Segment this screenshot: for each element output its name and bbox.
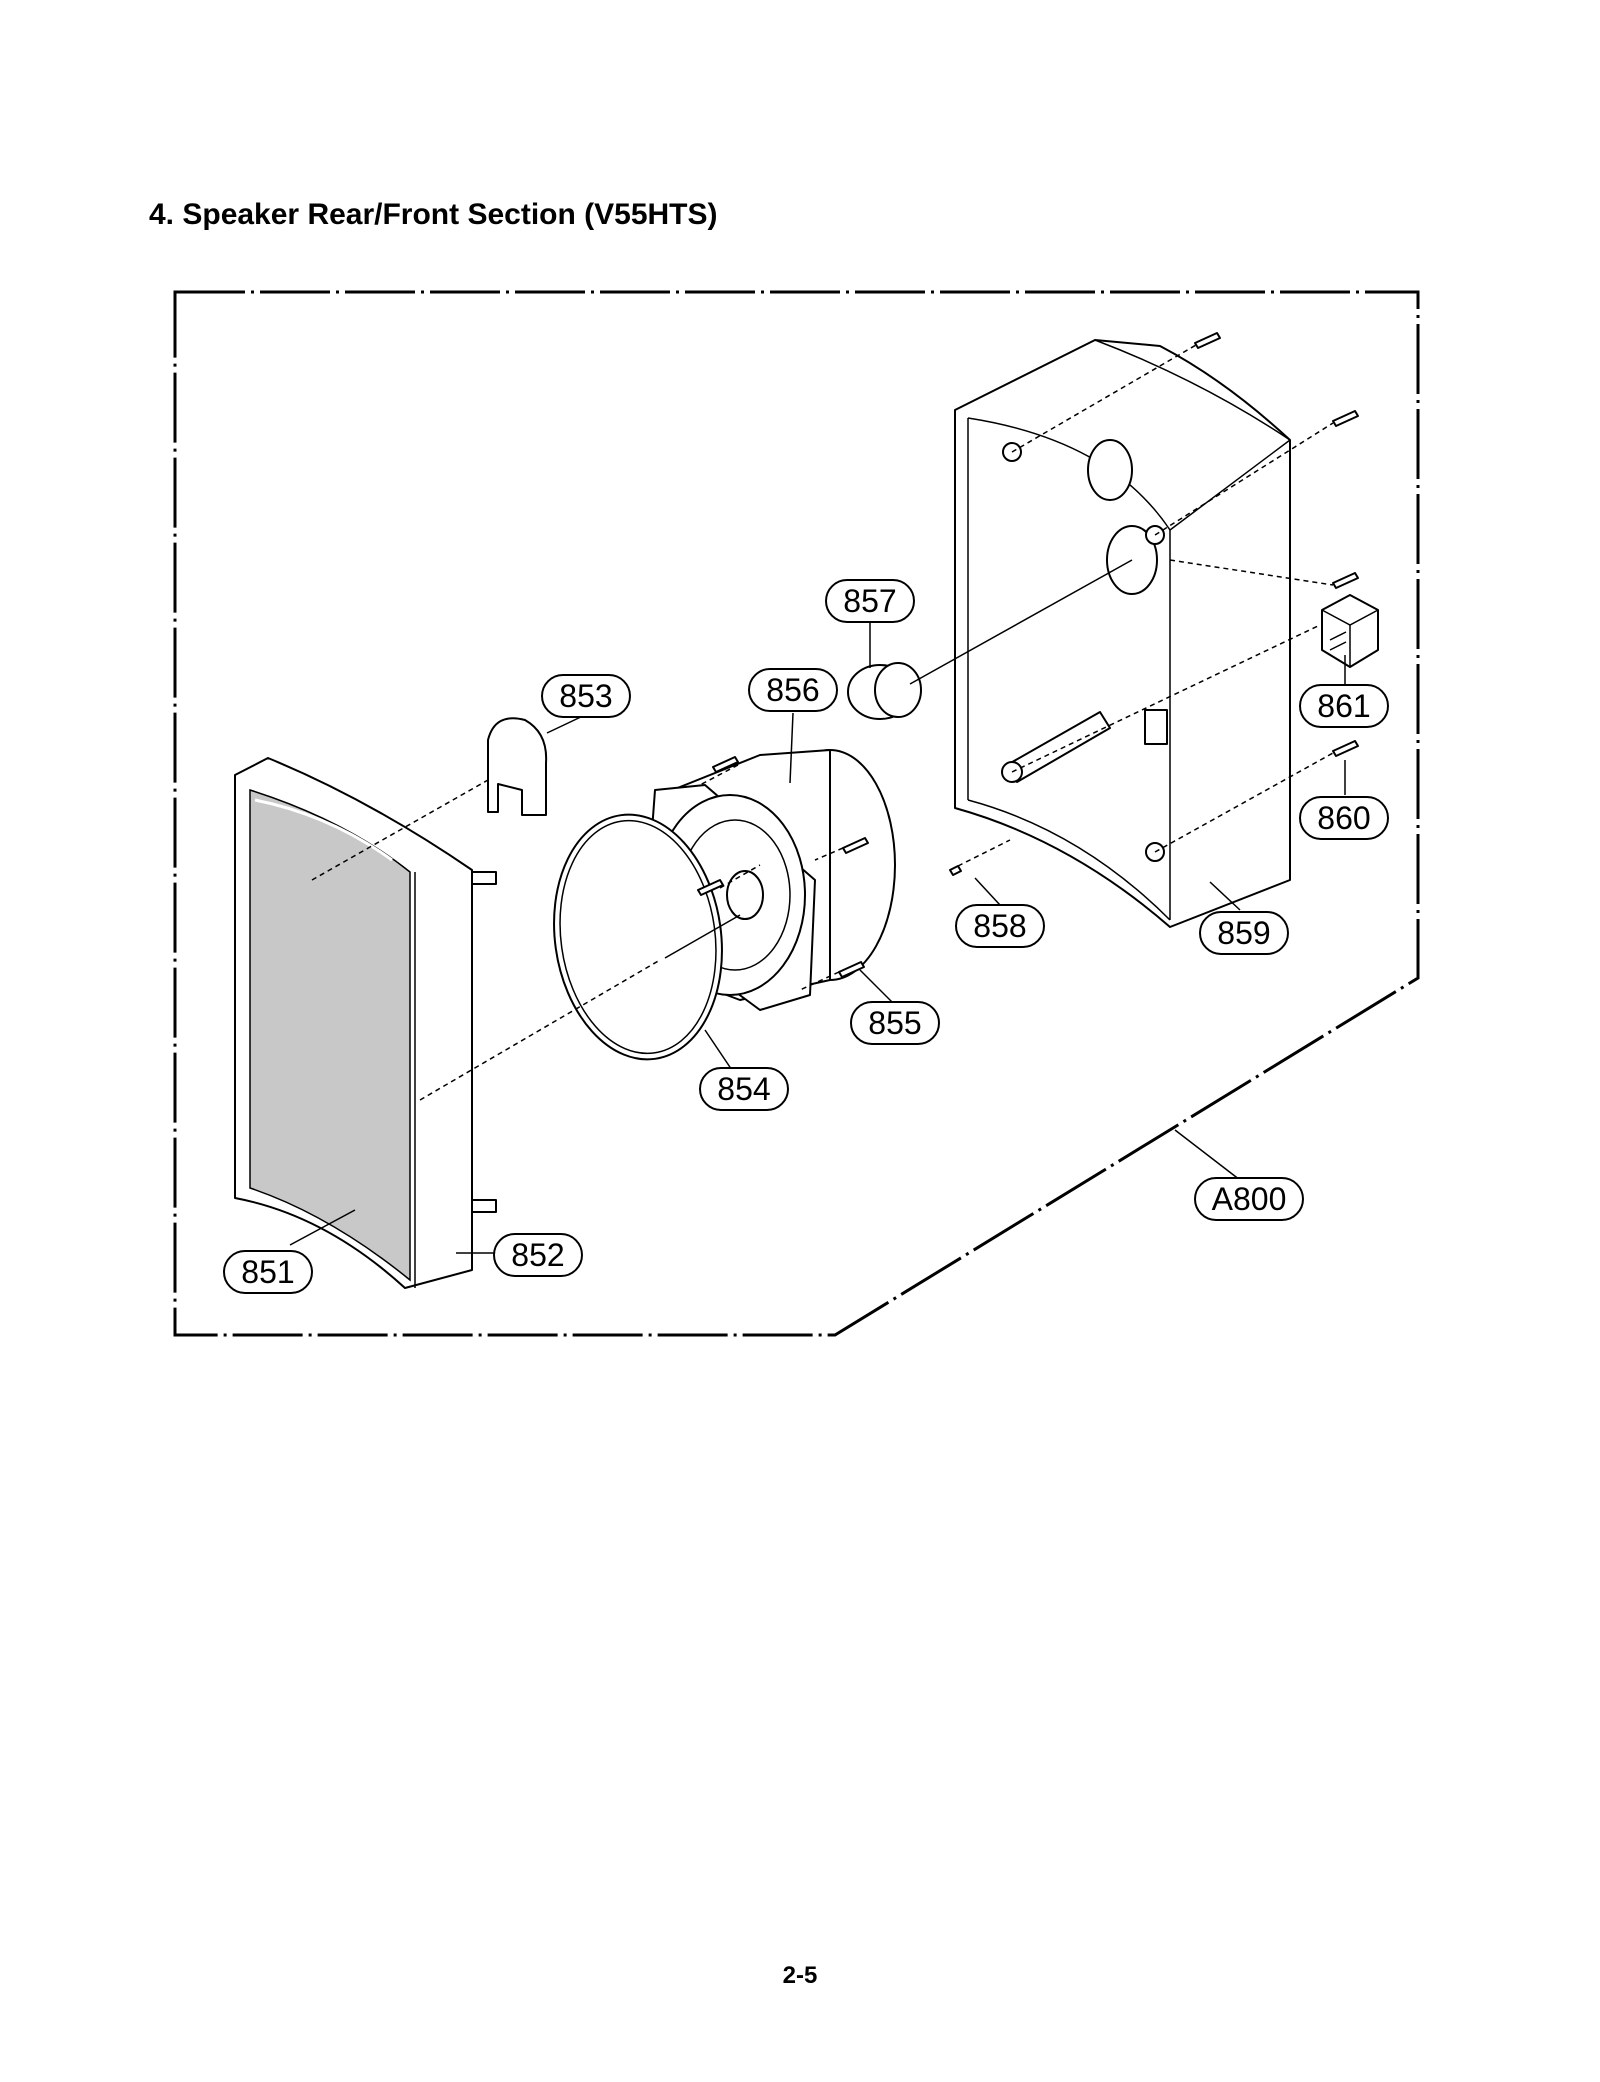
svg-text:856: 856 [766, 672, 819, 708]
guide-lines [311, 344, 1334, 1101]
rear-cabinet [954, 339, 1291, 928]
callout-860: 860 [1299, 796, 1389, 840]
svg-text:859: 859 [1217, 915, 1270, 951]
svg-text:A800: A800 [1212, 1181, 1287, 1217]
svg-text:852: 852 [511, 1237, 564, 1273]
svg-text:860: 860 [1317, 800, 1370, 836]
callout-A800: A800 [1194, 1177, 1304, 1221]
callout-856: 856 [748, 668, 838, 712]
callout-855: 855 [850, 1001, 940, 1045]
gasket-ring [553, 813, 723, 1061]
svg-text:851: 851 [241, 1254, 294, 1290]
cap [847, 662, 922, 720]
callout-854: 854 [699, 1067, 789, 1111]
screws [697, 332, 1359, 978]
terminal [1321, 594, 1379, 668]
svg-text:857: 857 [843, 583, 896, 619]
svg-text:853: 853 [559, 678, 612, 714]
front-grille [234, 757, 497, 1289]
svg-text:854: 854 [717, 1071, 770, 1107]
callout-851: 851 [223, 1250, 313, 1294]
svg-text:855: 855 [868, 1005, 921, 1041]
svg-text:861: 861 [1317, 688, 1370, 724]
callout-853: 853 [541, 674, 631, 718]
callout-861: 861 [1299, 684, 1389, 728]
callout-852: 852 [493, 1233, 583, 1277]
leader-lines [289, 622, 1346, 1254]
tweeter [487, 717, 548, 816]
page-number: 2-5 [782, 1962, 818, 1989]
callout-857: 857 [825, 579, 915, 623]
svg-text:858: 858 [973, 908, 1026, 944]
assembly-boundary [173, 290, 1420, 1337]
section-heading: 4. Speaker Rear/Front Section (V55HTS) [149, 198, 718, 231]
callout-858: 858 [955, 904, 1045, 948]
callout-859: 859 [1199, 911, 1289, 955]
